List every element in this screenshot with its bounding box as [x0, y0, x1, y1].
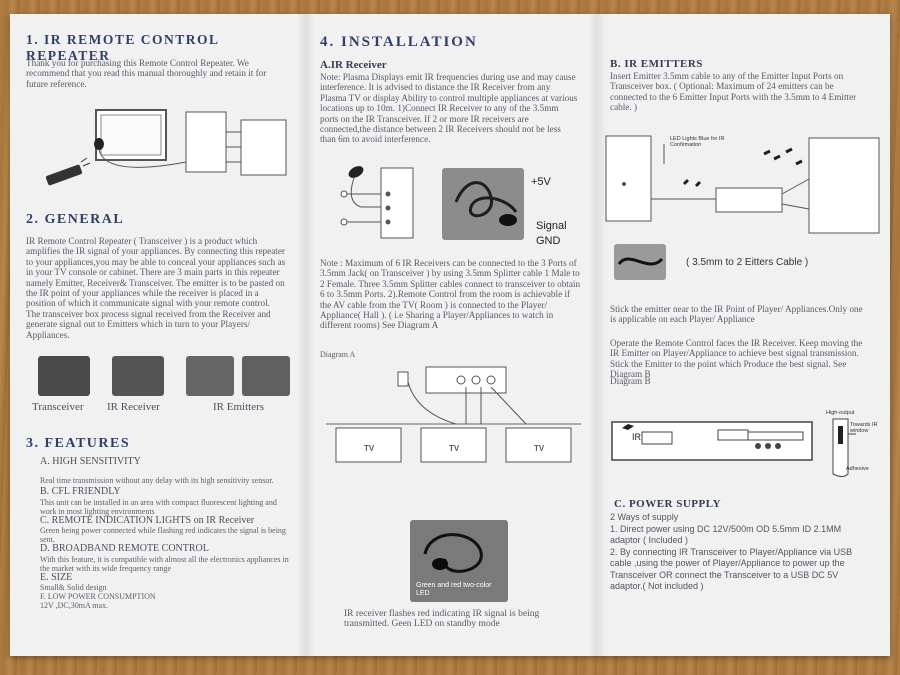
transceiver-box [185, 111, 227, 173]
diagram-a-label: Diagram A [320, 350, 356, 359]
ir-receiver-photo [112, 356, 164, 396]
fold-line-left [297, 14, 315, 656]
ir-receiver-subtitle: A.IR Receiver [320, 59, 387, 71]
features-list: A. HIGH SENSITIVITY Real time transmissio… [40, 456, 292, 610]
tv-3 [505, 427, 572, 463]
feature-text: Small& Solid design [40, 583, 107, 593]
feature-text: 12V ,DC,30mA max. [40, 601, 109, 611]
power-supply-line: 1. Direct power using DC 12V/500m OD 5.5… [610, 523, 842, 546]
tv-label-3: TV [534, 444, 545, 453]
section-1-title: 1. IR REMOTE CONTROL REPEATER [26, 32, 219, 63]
stick-emitter-text: Stick the emitter near to the IR Point o… [610, 304, 863, 325]
left-panel: 1. IR REMOTE CONTROL REPEATER Thank you … [10, 14, 302, 656]
emitter-connection-diagram [605, 135, 880, 234]
feature-head: D. BROADBAND REMOTE CONTROL [40, 543, 209, 555]
feature-head: E. SIZE [40, 571, 73, 583]
power-supply-line: 2 Ways of supply [610, 512, 679, 522]
feature-item: C. REMOTE INDICATION LIGHTS on IR Receiv… [40, 514, 292, 545]
label-transceiver: Transceiver [32, 401, 84, 413]
installation-note: Note : Maximum of 6 IR Receivers can be … [320, 258, 581, 331]
label-ir-receiver: IR Receiver [107, 401, 160, 413]
receiver-eye-icon [348, 166, 364, 178]
section-2-title: 2. GENERAL [26, 212, 125, 227]
transceiver-box [605, 135, 652, 222]
player-device [611, 421, 813, 461]
feature-text: This unit can be installed in an area wi… [40, 497, 277, 516]
label-signal: Signal [536, 220, 567, 232]
ir-emitters-photo-1 [186, 356, 234, 396]
receiver-port-diagram [340, 166, 414, 239]
appliance-stack [808, 137, 880, 234]
manual-sheet: 1. IR REMOTE CONTROL REPEATER Thank you … [10, 14, 890, 656]
emitter-cable-photo [614, 244, 666, 280]
ir-emitters-title: B. IR EMITTERS [610, 58, 703, 70]
tv-screen [100, 114, 162, 156]
section-1-text: Thank you for purchasing this Remote Con… [26, 58, 267, 89]
ir-receiver-text: Note: Plasma Displays emit IR frequencie… [320, 72, 578, 145]
right-panel: B. IR EMITTERS Insert Emitter 3.5mm cabl… [594, 14, 890, 656]
repeater-connection-diagram [45, 109, 287, 186]
ir-receiver-status-text: IR receiver flashes red indicating IR si… [344, 609, 540, 630]
cable-caption: ( 3.5mm to 2 Eitters Cable ) [686, 257, 809, 268]
tv-label-1: TV [364, 444, 375, 453]
tv-2 [420, 427, 487, 463]
power-supply-text: 2 Ways of supply 1. Direct power using D… [610, 512, 865, 593]
feature-text: With this feature, it is compatible with… [40, 554, 289, 573]
fold-line-right [588, 14, 606, 656]
label-ir-emitters: IR Emitters [213, 401, 265, 413]
splitter-box [715, 187, 783, 213]
feature-text: Green being power connected while flashi… [40, 526, 286, 545]
ir-emitters-text: Insert Emitter 3.5mm cable to any of the… [610, 71, 857, 113]
two-color-led-photo: Green and red two-color LED [410, 520, 508, 602]
ir-emitters-photo-2 [242, 356, 290, 396]
towards-ir-window-label: Towards IR window [850, 422, 878, 434]
feature-head: F. LOW POWER CONSUMPTION [40, 592, 156, 602]
middle-panel: 4. INSTALLATION A.IR Receiver Note: Plas… [306, 14, 590, 656]
diagram-b-label: Diagram B [610, 376, 651, 386]
label-gnd: GND [536, 235, 561, 247]
high-output-label: High-output [826, 410, 855, 416]
ir-receiver-icon [94, 138, 104, 150]
diagram-a-illustration [326, 366, 581, 463]
led-lights-label: LED Lights Blue for IR Confirmation [670, 136, 725, 148]
section-2-text: IR Remote Control Repeater ( Transceiver… [26, 236, 286, 340]
power-adaptor-icon [397, 371, 409, 387]
led-cable-illustration [423, 533, 483, 573]
feature-head: C. REMOTE INDICATION LIGHTS on IR Receiv… [40, 514, 255, 526]
tv-1 [335, 427, 402, 463]
emitter-cable-illustration [617, 257, 664, 266]
led-photo-caption: Green and red two-color LED [416, 582, 492, 597]
diagram-b-illustration [611, 418, 856, 477]
device-stack [240, 119, 287, 176]
receiver-cable-illustration [454, 181, 518, 226]
ir-window-label: IR [632, 432, 641, 442]
adhesive-label: Adhesive [846, 466, 869, 472]
operate-remote-text: Operate the Remote Control faces the IR … [610, 338, 863, 380]
receiver-cable-photo [442, 168, 524, 240]
feature-head: A. HIGH SENSITIVITY [40, 456, 141, 467]
transceiver-side [380, 167, 414, 239]
label-plus-5v: +5V [531, 176, 551, 188]
power-supply-title: C. POWER SUPPLY [614, 498, 722, 510]
section-3-title: 3. FEATURES [26, 436, 131, 451]
power-supply-line: 2. By connecting IR Transceiver to Playe… [610, 546, 853, 592]
feature-head: B. CFL FRIENDLY [40, 486, 121, 498]
section-4-title: 4. INSTALLATION [320, 34, 478, 50]
transceiver-photo [38, 356, 90, 396]
tv-label-2: TV [449, 444, 460, 453]
remote-control-icon [45, 164, 83, 186]
feature-item: A. HIGH SENSITIVITY Real time transmissio… [40, 456, 292, 486]
feature-text: Real time transmission without any delay… [40, 476, 274, 486]
